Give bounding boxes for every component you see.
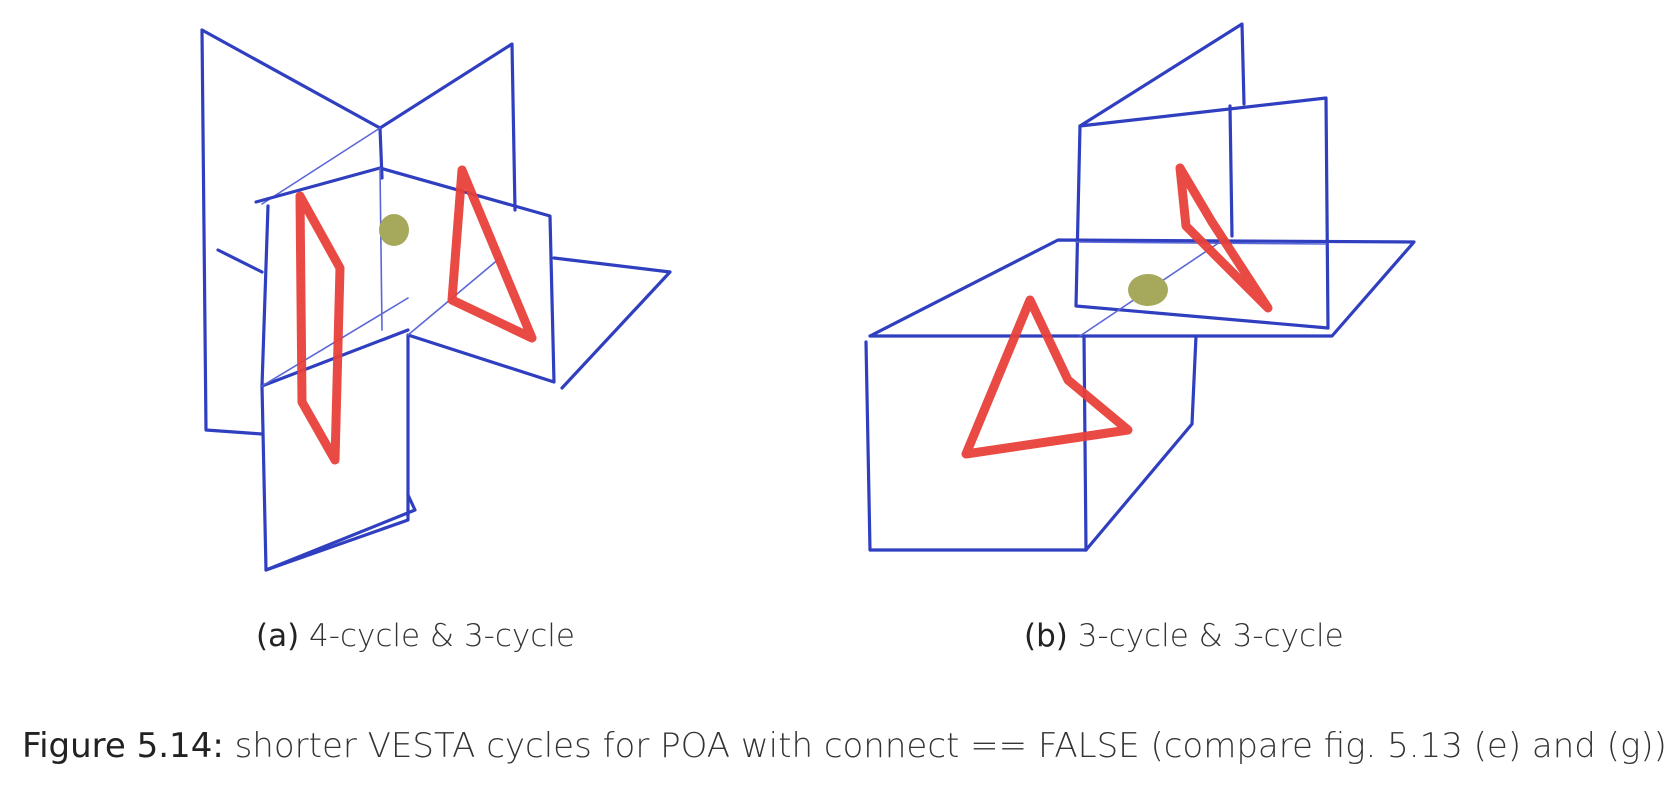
plane-horizontal xyxy=(868,238,1416,338)
subcaption-b: (b) 3-cycle & 3-cycle xyxy=(1024,618,1344,654)
four-cycle xyxy=(295,191,345,465)
center-dot xyxy=(1128,274,1168,306)
sketch-a-image xyxy=(170,10,730,610)
subcaption-a: (a) 4-cycle & 3-cycle xyxy=(256,618,575,654)
subcaption-a-tag: (a) xyxy=(256,618,300,654)
three-cycle-upper xyxy=(1175,163,1273,313)
plane-front-bottom xyxy=(264,493,417,572)
plane-top-front xyxy=(1074,104,1330,330)
figure-label: Figure 5.14: xyxy=(22,726,224,766)
subcaption-b-tag: (b) xyxy=(1024,618,1068,654)
subcaption-b-text: 3-cycle & 3-cycle xyxy=(1077,618,1344,654)
figure-caption: Figure 5.14: shorter VESTA cycles for PO… xyxy=(22,726,1667,766)
plane-top-back xyxy=(1078,22,1330,330)
center-dot xyxy=(379,214,409,246)
plane-diagonal xyxy=(261,127,381,205)
sketch-a-drawing xyxy=(200,28,672,572)
subcaption-a-text: 4-cycle & 3-cycle xyxy=(309,618,575,654)
three-cycle-lower xyxy=(961,295,1133,459)
plane-bottom-front xyxy=(864,334,1088,552)
plane-bottom-side xyxy=(1084,334,1198,552)
three-cycle xyxy=(447,165,537,343)
plane-horizontal-left xyxy=(216,248,410,388)
sketch-b-image xyxy=(864,10,1490,610)
figure-caption-text: shorter VESTA cycles for POA with connec… xyxy=(234,726,1667,766)
plane-horizontal-right xyxy=(552,256,672,390)
sketch-b-drawing xyxy=(864,22,1416,552)
plane-back-right xyxy=(378,42,517,212)
